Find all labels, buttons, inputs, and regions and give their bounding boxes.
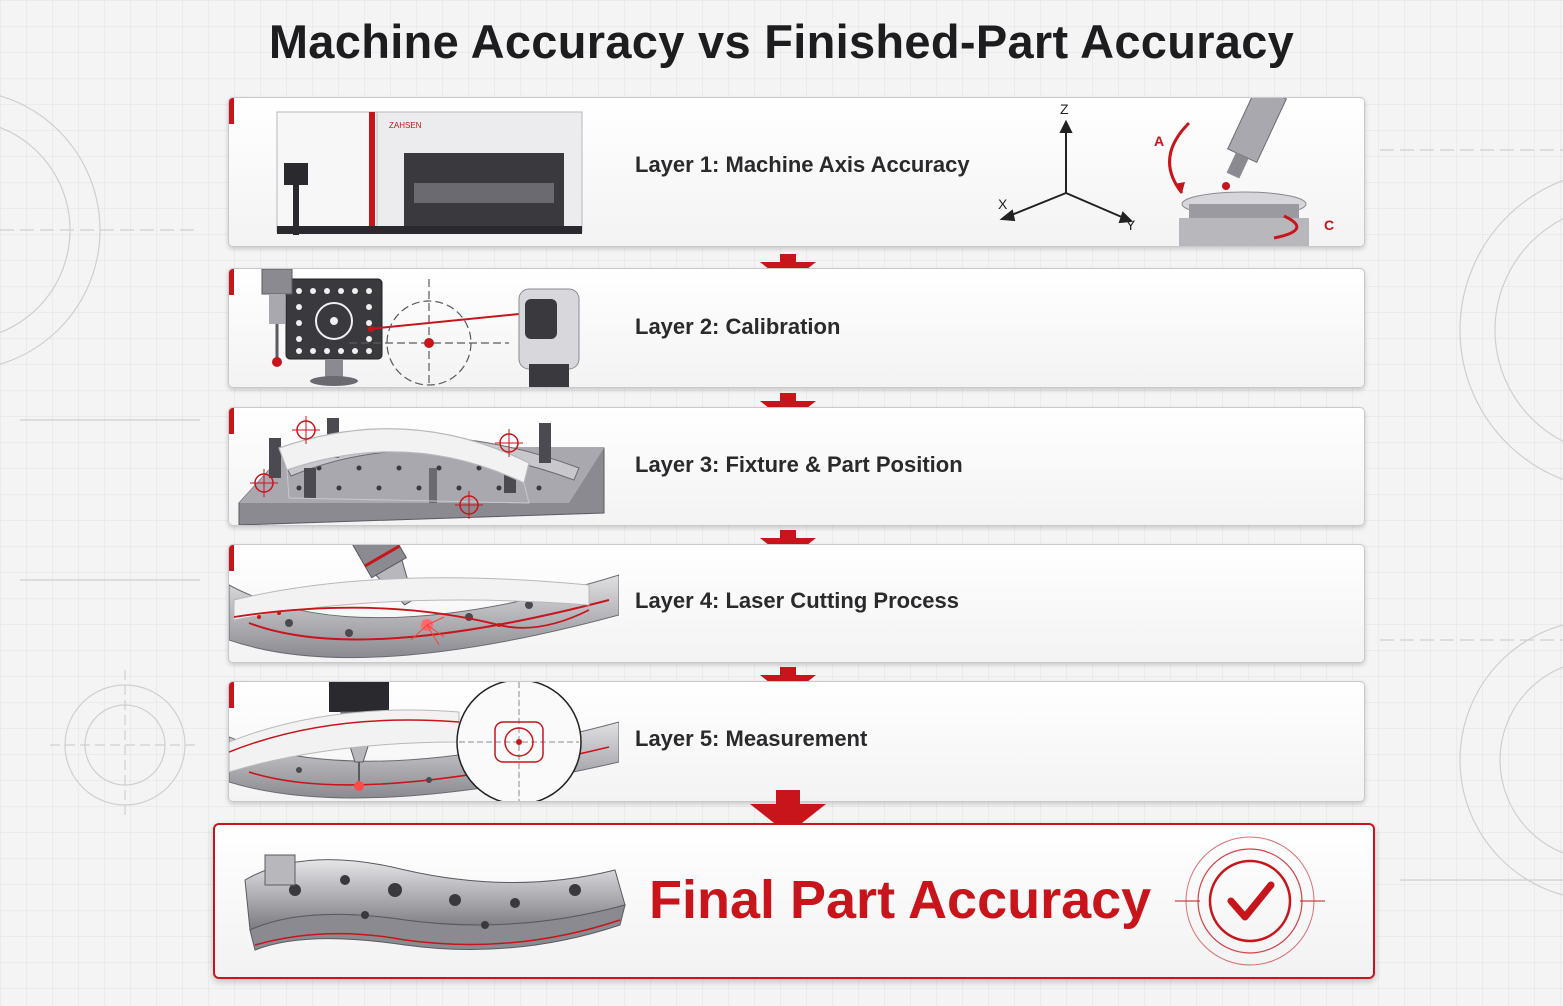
layer-1-card: ZAHSEN Layer 1: Machine Axis Accuracy Z … (228, 97, 1365, 247)
fixture-locator-drawing (250, 416, 530, 519)
axis-y-label: Y (1126, 217, 1136, 233)
axis-a-label: A (1154, 133, 1164, 149)
machine-brand-text: ZAHSEN (389, 121, 422, 130)
layer-1-label: Layer 1: Machine Axis Accuracy (635, 152, 970, 177)
probe-target-illustration (261, 269, 509, 387)
layer-5-label: Layer 5: Measurement (635, 726, 868, 751)
measurement-inspection-drawing (229, 682, 582, 801)
axis-x-label: X (998, 196, 1008, 212)
down-arrow-icon (750, 790, 826, 834)
axis-z-label: Z (1060, 101, 1069, 117)
layer-2-label: Layer 2: Calibration (635, 314, 841, 339)
accuracy-check-icon (1175, 836, 1325, 966)
axis-c-label: C (1324, 217, 1334, 233)
final-part-accuracy-label: Final Part Accuracy (649, 870, 1152, 930)
page-title: Machine Accuracy vs Finished-Part Accura… (268, 15, 1295, 68)
axis-diagram-illustration: Z X Y A C (998, 98, 1334, 246)
laser-cutting-head-illustration (229, 545, 619, 659)
layer-3-label: Layer 3: Fixture & Part Position (635, 452, 963, 477)
laser-tracker-calibration-illustration (285, 278, 580, 387)
layer-4-label: Layer 4: Laser Cutting Process (635, 588, 960, 613)
layer-4-card: Layer 4: Laser Cutting Process (228, 544, 1365, 663)
layer-5-card: Layer 5: Measurement (228, 681, 1365, 802)
laser-machine-illustration: ZAHSEN (276, 111, 583, 235)
final-part-accuracy-card: Final Part Accuracy (213, 823, 1375, 979)
layer-2-card: Layer 2: Calibration (228, 268, 1365, 388)
layer-3-card: Layer 3: Fixture & Part Position (228, 407, 1365, 526)
cut-path-drawing (233, 577, 590, 629)
finished-part-illustration (244, 854, 626, 951)
